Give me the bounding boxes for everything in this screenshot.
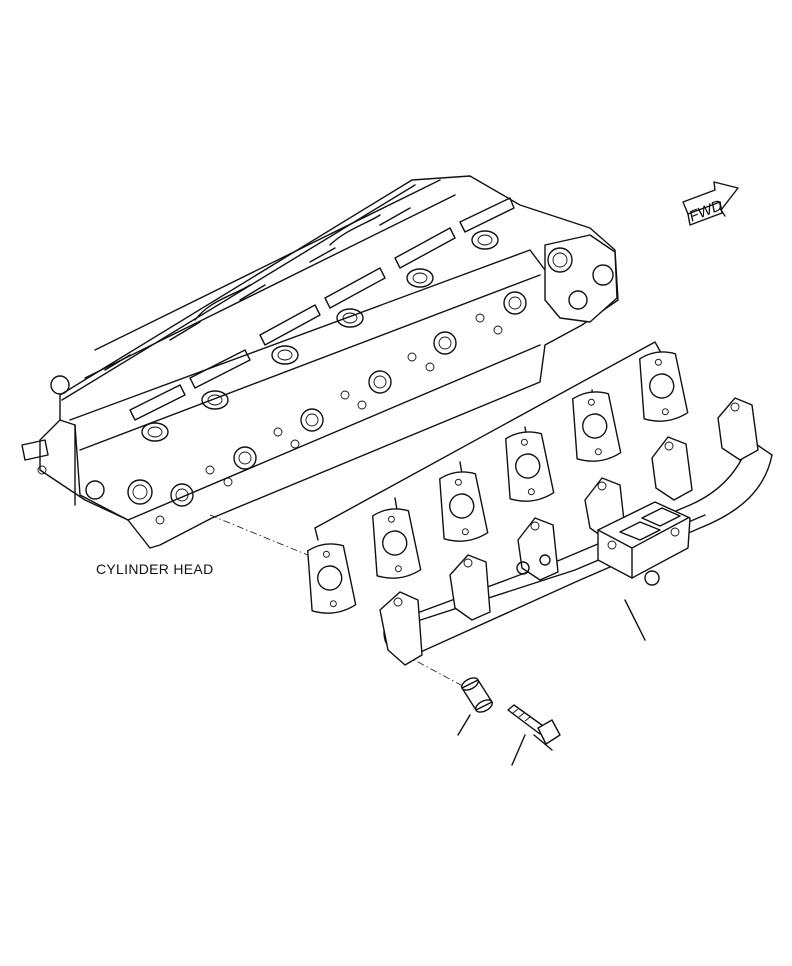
- exhaust-gaskets: [307, 351, 689, 614]
- exhaust-manifold: [379, 397, 773, 666]
- alignment-lines: [209, 514, 471, 691]
- flange-bolt: [507, 704, 561, 766]
- fwd-arrow-icon: FWD: [682, 181, 739, 226]
- spacer-sleeve: [457, 677, 493, 736]
- exhaust-ports-row: [155, 291, 527, 525]
- cylinder-head: [21, 175, 619, 549]
- cylinder-head-label: CYLINDER HEAD: [96, 561, 214, 577]
- valve-pockets: [104, 197, 515, 442]
